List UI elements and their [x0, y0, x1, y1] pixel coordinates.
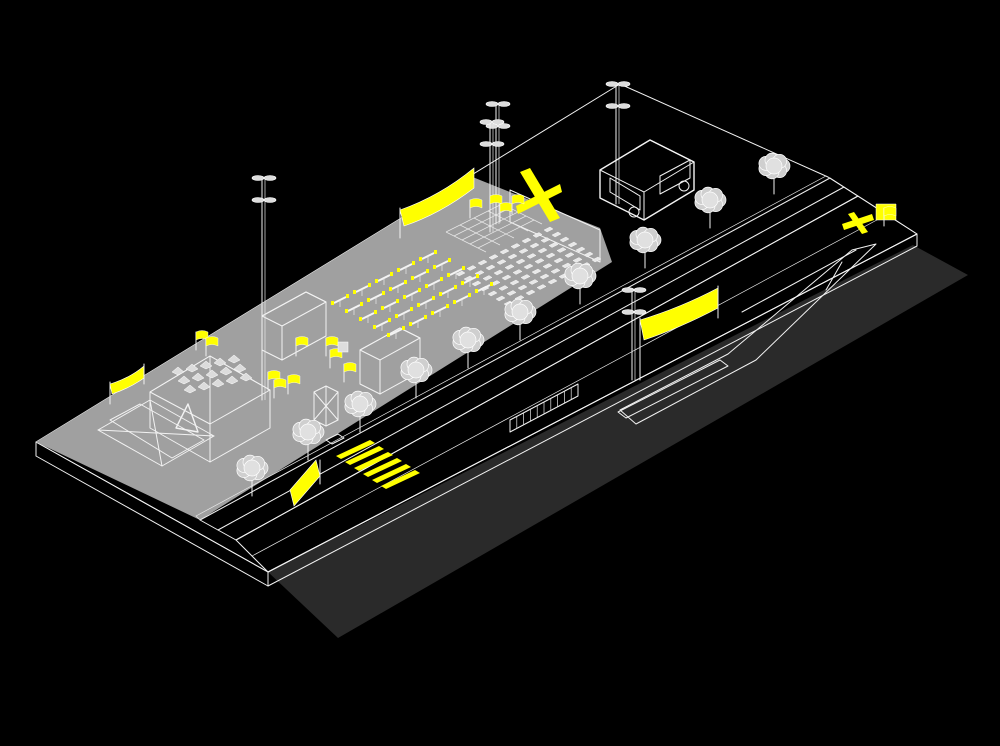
picnic-table: [367, 291, 385, 304]
bin-icon: [337, 341, 349, 353]
picnic-table: [395, 307, 413, 320]
tree-icon: [504, 298, 537, 341]
picnic-table: [353, 283, 371, 296]
banner-plaza: [399, 167, 475, 227]
tree-icon: [236, 454, 269, 497]
picnic-table: [345, 302, 363, 315]
floodlight-masts: [251, 81, 647, 401]
boat-ramp: [619, 243, 877, 425]
flag-icon: [205, 336, 219, 357]
flag-icon: [273, 378, 287, 399]
banner-icon: [109, 167, 719, 507]
riverside-promenade: [235, 195, 918, 573]
ramp-stair: [825, 261, 843, 291]
picnic-table: [409, 315, 427, 328]
seating-grid: [445, 203, 602, 307]
flag-icon: [469, 198, 483, 219]
picnic-table: [439, 285, 457, 298]
picnic-table: [447, 266, 465, 279]
flag-icon: [267, 370, 281, 391]
tree-icon: [292, 418, 325, 461]
tent-canopy: [171, 354, 253, 394]
picnic-table: [417, 296, 435, 309]
sports-court: [97, 399, 215, 467]
picnic-table: [419, 250, 437, 263]
picnic-tables: [331, 250, 493, 339]
tree-icon: [564, 262, 597, 305]
road-centerline: [217, 186, 845, 531]
sidewalk-left: [195, 175, 831, 521]
truck-icon: [599, 139, 695, 221]
picnic-table: [373, 318, 391, 331]
floodlight-icon: [621, 287, 647, 381]
picnic-table: [387, 326, 405, 339]
picnic-table: [461, 274, 479, 287]
ramp-rail: [741, 249, 857, 313]
picnic-table: [397, 261, 415, 274]
floodlight-icon: [605, 81, 631, 205]
picnic-table: [403, 288, 421, 301]
picnic-table: [425, 277, 443, 290]
jetty: [617, 359, 729, 419]
triangle-sign-icon: [175, 403, 199, 433]
flag-icon: [343, 362, 357, 383]
picnic-table: [411, 269, 429, 282]
crosswalk: [336, 440, 420, 489]
picnic-table: [375, 272, 393, 285]
promenade-edge-line: [251, 213, 889, 557]
picnic-table: [433, 258, 451, 271]
floodlight-icon: [251, 175, 277, 401]
picnic-table: [359, 310, 377, 323]
road-fence: [509, 383, 579, 433]
flag-icon: [295, 336, 309, 357]
trees: [236, 152, 791, 497]
flag-icon: [511, 194, 525, 215]
tree-icon: [758, 152, 791, 195]
picnic-table: [475, 282, 493, 295]
tree-icon: [629, 226, 662, 269]
x-sculpture-icon: [516, 168, 562, 222]
picnic-table: [431, 304, 449, 317]
picnic-table: [453, 293, 471, 306]
riverbank-shadow: [268, 245, 968, 638]
tree-icon: [344, 390, 377, 433]
picnic-table: [331, 294, 349, 307]
flag-icon: [287, 374, 301, 395]
flag-icon: [489, 194, 503, 215]
flag-icon: [195, 194, 897, 399]
tree-icon: [694, 186, 727, 229]
bench: [325, 341, 349, 445]
flag-icon: [883, 206, 897, 227]
picnic-table: [381, 299, 399, 312]
picnic-table: [389, 280, 407, 293]
tree-icon: [452, 326, 485, 369]
tree-icon: [400, 356, 433, 399]
